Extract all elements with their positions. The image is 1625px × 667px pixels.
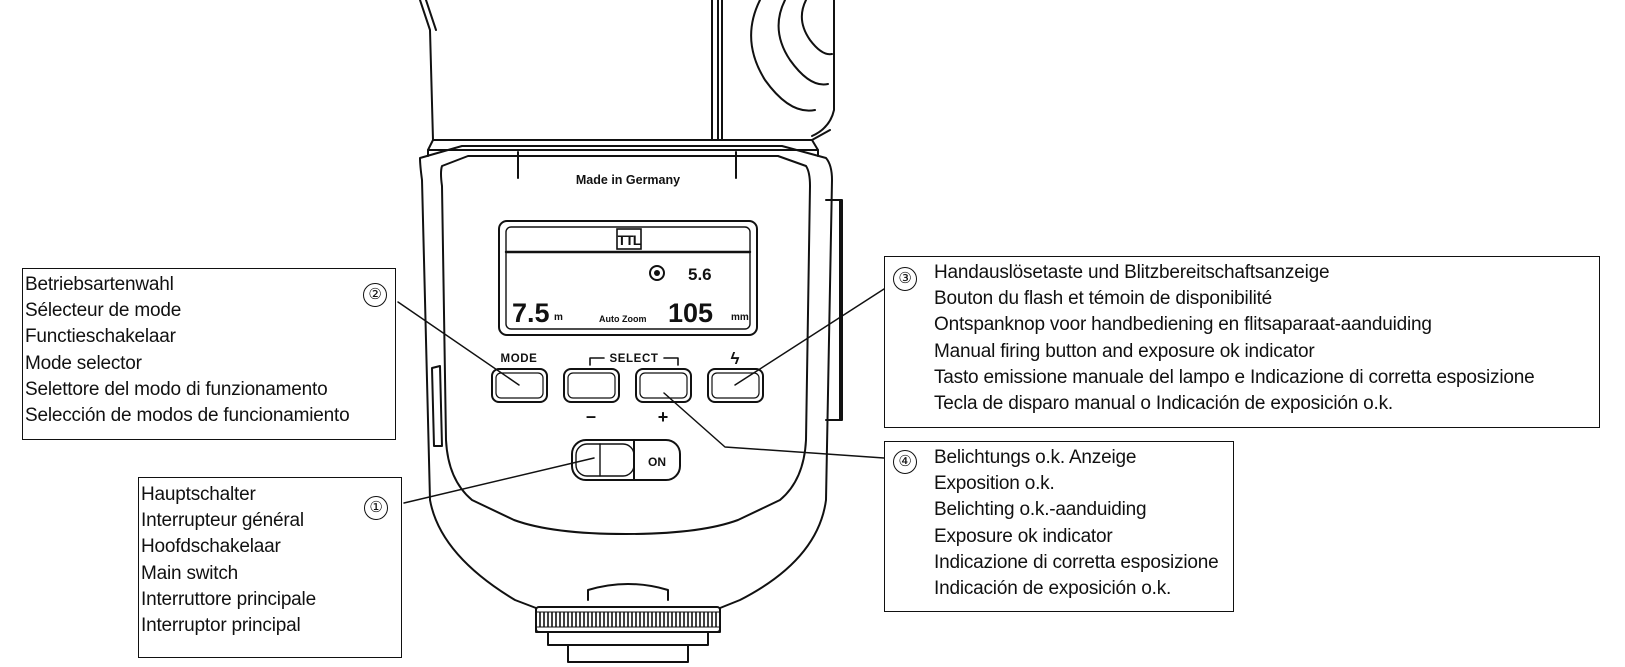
lcd-distance: 7.5 bbox=[512, 298, 550, 328]
callout-line: Ontspanknop voor handbediening en flitsa… bbox=[934, 314, 1432, 336]
select-label: SELECT bbox=[610, 353, 659, 365]
minus-label: – bbox=[586, 406, 596, 426]
callout-line: Betriebsartenwahl bbox=[25, 274, 174, 295]
callout-number-3: ③ bbox=[893, 267, 917, 291]
lcd-focal-unit: mm bbox=[731, 312, 749, 323]
mode-button-inner bbox=[495, 372, 544, 399]
callout-line: Mode selector bbox=[25, 352, 142, 374]
plus-label: + bbox=[658, 407, 669, 427]
callout-line: Hoofdschakelaar bbox=[141, 536, 281, 558]
callout-line: Manual firing button and exposure ok ind… bbox=[934, 340, 1315, 362]
callout-line: Tasto emissione manuale del lampo e Indi… bbox=[934, 366, 1535, 388]
callout-line: Bouton du flash et témoin de disponibili… bbox=[934, 288, 1273, 310]
callout-line: Interruptor principal bbox=[141, 615, 301, 637]
leader-firing-button bbox=[734, 288, 885, 386]
callout-number-2: ② bbox=[363, 283, 387, 307]
select-minus-button-inner bbox=[567, 372, 616, 399]
callout-line: Main switch bbox=[141, 562, 239, 584]
flash-body bbox=[419, 145, 833, 633]
lcd-zoom-label: Auto Zoom bbox=[599, 314, 647, 324]
flash-fire-button[interactable] bbox=[707, 368, 764, 403]
mode-button-label: MODE bbox=[501, 353, 538, 365]
callout-line: Selettore del modo di funzionamento bbox=[25, 378, 328, 400]
callout-mode-selector: ② Betriebsartenwahl Sélecteur de mode Fu… bbox=[22, 268, 396, 440]
select-plus-button-inner bbox=[639, 372, 688, 399]
callout-line: Exposition o.k. bbox=[934, 473, 1055, 495]
callout-line: Interrupteur général bbox=[141, 510, 304, 532]
flash-head bbox=[419, 0, 835, 141]
callout-line: Indicazione di corretta esposizione bbox=[934, 551, 1219, 573]
side-latch bbox=[431, 365, 443, 447]
callout-line: Interruttore principale bbox=[141, 588, 316, 610]
callout-line: Belichtungs o.k. Anzeige bbox=[934, 447, 1137, 468]
callout-line: Indicación de exposición o.k. bbox=[934, 578, 1172, 600]
flash-neck bbox=[427, 139, 819, 157]
lcd-distance-unit: m bbox=[554, 312, 563, 323]
lcd-screen bbox=[505, 226, 751, 330]
hot-shoe-foot bbox=[535, 583, 721, 663]
leader-main-switch bbox=[403, 457, 595, 504]
callout-number-4: ④ bbox=[893, 450, 917, 474]
callout-exposure-indicator: ④ Belichtungs o.k. Anzeige Exposition o.… bbox=[884, 441, 1234, 612]
callout-line: Selección de modos de funcionamiento bbox=[25, 405, 350, 427]
foot-knurl bbox=[539, 612, 717, 627]
flash-fire-button-inner bbox=[711, 372, 760, 399]
callout-line: Tecla de disparo manual o Indicación de … bbox=[934, 393, 1394, 415]
callout-main-switch: ① Hauptschalter Interrupteur général Hoo… bbox=[138, 477, 402, 658]
exposure-ok-icon bbox=[649, 265, 665, 281]
main-switch[interactable] bbox=[571, 439, 681, 481]
lcd-ttl-badge: TTL bbox=[616, 228, 643, 250]
flash-fire-icon: ϟ bbox=[731, 349, 740, 368]
select-bracket bbox=[589, 357, 679, 366]
made-in-label: Made in Germany bbox=[576, 173, 680, 187]
callout-line: Exposure ok indicator bbox=[934, 525, 1113, 547]
callout-number-1: ① bbox=[364, 496, 388, 520]
callout-line: Belichting o.k.-aanduiding bbox=[934, 499, 1147, 521]
leader-exposure-indicator bbox=[663, 392, 885, 459]
callout-firing-button: ③ Handauslösetaste und Blitzbereitschaft… bbox=[884, 256, 1600, 428]
lcd-aperture: 5.6 bbox=[688, 265, 712, 284]
mode-button[interactable] bbox=[491, 368, 548, 403]
lcd-focal-length: 105 bbox=[668, 298, 713, 328]
lcd-frame bbox=[498, 220, 758, 336]
select-plus-button[interactable] bbox=[635, 368, 692, 403]
lcd-mode: TTL bbox=[618, 232, 642, 248]
select-minus-button[interactable] bbox=[563, 368, 620, 403]
main-switch-on-label: ON bbox=[648, 455, 666, 469]
flash-body-side bbox=[825, 199, 843, 421]
callout-line: Functieschakelaar bbox=[25, 326, 176, 348]
callout-line: Sélecteur de mode bbox=[25, 300, 182, 322]
front-panel bbox=[440, 155, 811, 535]
leader-mode-selector bbox=[397, 301, 520, 386]
callout-line: Handauslösetaste und Blitzbereitschaftsa… bbox=[934, 262, 1330, 283]
callout-line: Hauptschalter bbox=[141, 484, 256, 505]
